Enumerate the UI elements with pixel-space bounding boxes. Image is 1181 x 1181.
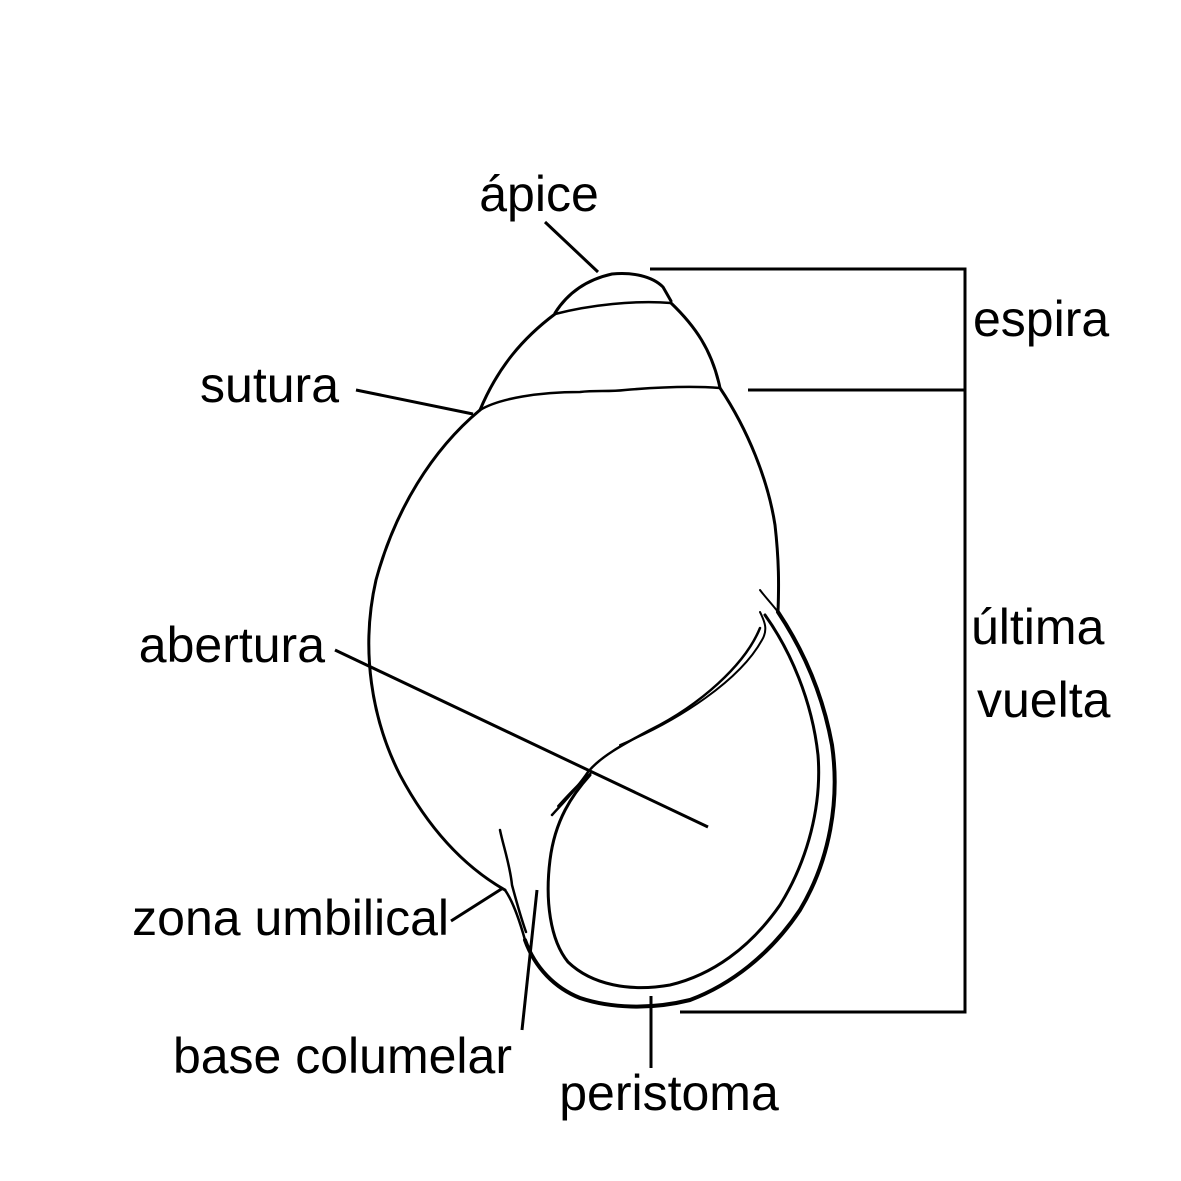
label-body-whorl-line2: vuelta — [977, 672, 1111, 728]
label-body-whorl-line1: última — [971, 599, 1105, 655]
body-whorl-bracket — [680, 390, 967, 1014]
aperture-leader — [334, 648, 709, 829]
parietal-lip-inner — [619, 611, 767, 746]
body-whorl-right-outline — [718, 386, 781, 614]
label-columellar-base: base columelar — [173, 1028, 512, 1084]
peristome-outer — [523, 610, 837, 1009]
lip-notch — [759, 589, 779, 613]
suture-leader — [355, 388, 474, 416]
labels: ápice sutura abertura zona umbilical bas… — [132, 166, 1110, 1121]
umbilical-leader — [450, 886, 504, 923]
label-suture: sutura — [200, 357, 339, 413]
peristome-inner — [546, 613, 821, 990]
label-apex: ápice — [479, 166, 599, 222]
umbilical-fold — [498, 828, 528, 934]
body-whorl-left-outline — [367, 408, 507, 892]
label-spire: espira — [973, 291, 1109, 347]
columellar-leader — [520, 889, 539, 1031]
parietal-lip — [550, 626, 762, 817]
columella-fold — [503, 888, 527, 942]
apex-whorl-outline — [553, 272, 673, 315]
apex-whorl-suture — [553, 300, 673, 316]
spire-left-side — [478, 312, 557, 412]
spire-right-side — [669, 301, 722, 390]
suture-line — [478, 385, 722, 412]
shell-drawing — [367, 272, 837, 1009]
label-aperture: abertura — [139, 617, 325, 673]
leader-lines — [334, 220, 967, 1068]
label-peristome: peristoma — [559, 1065, 779, 1121]
apex-leader — [543, 220, 600, 274]
label-umbilical-zone: zona umbilical — [132, 890, 449, 946]
spire-bracket — [650, 267, 967, 390]
